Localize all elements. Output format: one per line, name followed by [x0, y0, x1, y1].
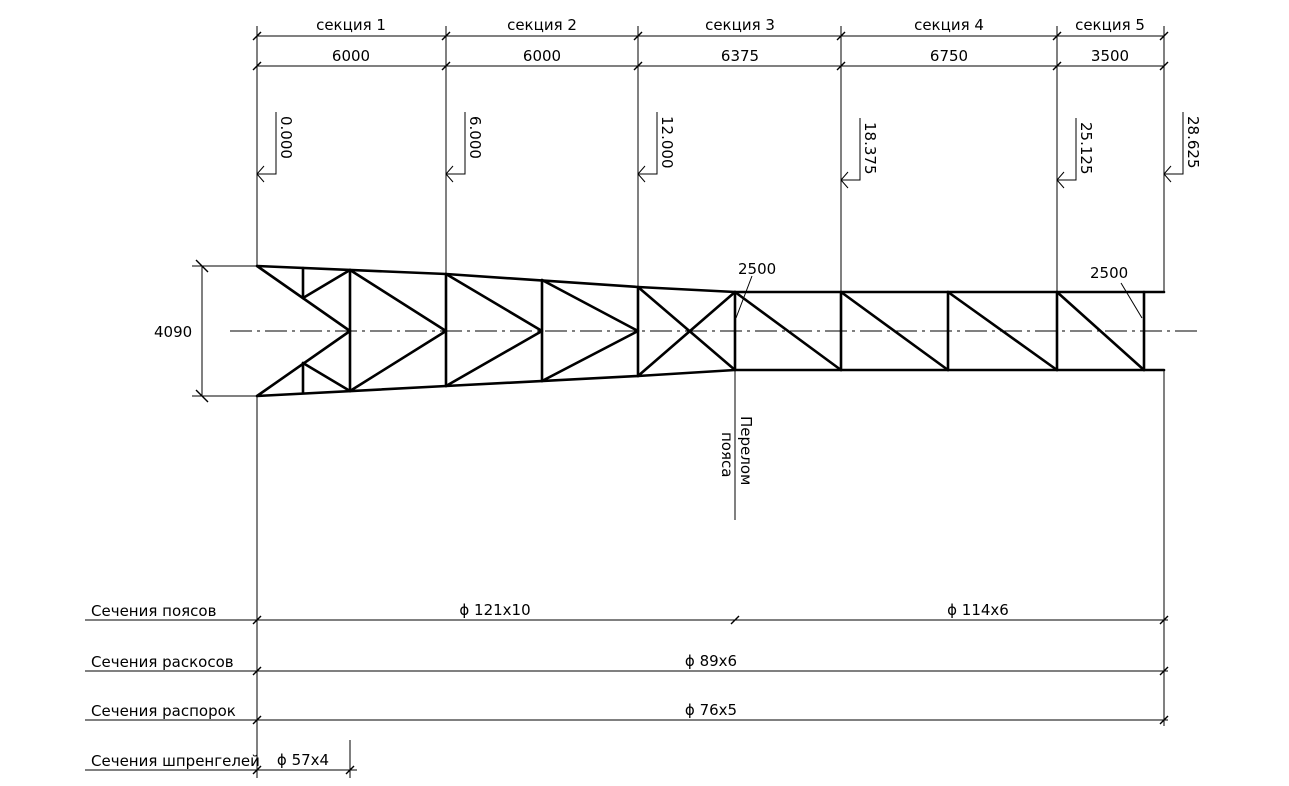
truss-members [255, 264, 1166, 398]
section-name-5: секция 5 [1075, 16, 1145, 34]
elevation-mark-4: 18.375 [840, 118, 879, 189]
truss-subdiagonals [301, 266, 352, 395]
diagonal-section-value: ϕ 89x6 [685, 652, 737, 670]
section-length-5: 3500 [1091, 47, 1129, 65]
bottom-extension-lines [256, 370, 1165, 778]
elevation-mark-5: 25.125 [1056, 118, 1095, 189]
section-length-1: 6000 [332, 47, 370, 65]
elevation-label-4: 18.375 [861, 122, 879, 175]
elevation-mark-3: 12.000 [637, 112, 676, 183]
chord-section-value-2: ϕ 114x6 [947, 601, 1009, 619]
section-name-4: секция 4 [914, 16, 984, 34]
chord-break-annotation: Перелом пояса [718, 370, 755, 520]
elevation-label-2: 6.000 [466, 116, 484, 159]
top-dimensions: секция 1 секция 2 секция 3 секция 4 секц… [252, 16, 1169, 292]
section-length-4: 6750 [930, 47, 968, 65]
chord-section-value-1: ϕ 121x10 [459, 601, 530, 619]
elevation-mark-1: 0.000 [256, 112, 295, 183]
elevation-mark-2: 6.000 [445, 112, 484, 183]
section-row-label: Сечения поясов [91, 602, 216, 620]
section-name-2: секция 2 [507, 16, 577, 34]
section-name-1: секция 1 [316, 16, 386, 34]
height-label: 4090 [154, 323, 192, 341]
elevation-label-6: 28.625 [1184, 116, 1202, 169]
top-height-callout-left: 2500 [735, 260, 776, 319]
section-row-label: Сечения шпренгелей [91, 752, 260, 770]
elevation-label-5: 25.125 [1077, 122, 1095, 175]
truss-diagonals [255, 264, 1146, 398]
height-dimension: 4090 [154, 259, 257, 403]
member-sections-table: Сечения поясов ϕ 121x10 ϕ 114x6 Сечения … [85, 601, 1169, 778]
bottom-chord [255, 368, 1166, 398]
elevation-label-1: 0.000 [277, 116, 295, 159]
section-row-label: Сечения раскосов [91, 653, 234, 671]
section-row-substruts: Сечения шпренгелей ϕ 57x4 [85, 740, 357, 778]
strut-section-value: ϕ 76x5 [685, 701, 737, 719]
top-chord [255, 264, 1166, 294]
section-row-diagonals: Сечения раскосов ϕ 89x6 [85, 652, 1169, 676]
section-row-chords: Сечения поясов ϕ 121x10 ϕ 114x6 [85, 601, 1169, 625]
section-length-3: 6375 [721, 47, 759, 65]
svg-text:пояса: пояса [718, 432, 736, 477]
svg-text:2500: 2500 [1090, 264, 1128, 282]
top-height-callout-right: 2500 [1090, 264, 1143, 319]
elevation-mark-6: 28.625 [1163, 112, 1202, 183]
section-row-struts: Сечения распорок ϕ 76x5 [85, 701, 1169, 725]
svg-text:Перелом: Перелом [737, 416, 755, 485]
svg-text:2500: 2500 [738, 260, 776, 278]
substrut-section-value: ϕ 57x4 [277, 751, 329, 769]
section-name-3: секция 3 [705, 16, 775, 34]
elevation-marks: 0.000 6.000 12.000 18.375 25.125 28.625 [256, 112, 1202, 189]
elevation-label-3: 12.000 [658, 116, 676, 169]
section-row-label: Сечения распорок [91, 702, 236, 720]
section-length-2: 6000 [523, 47, 561, 65]
